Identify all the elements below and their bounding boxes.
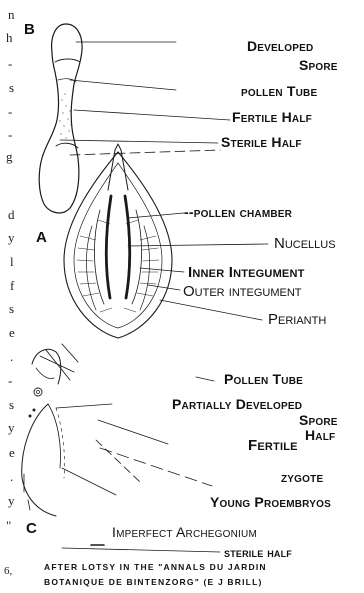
label-nucellus: Nucellus (274, 236, 336, 251)
label-spore-c: Spore (299, 413, 338, 427)
label-young-proembryos: Young Proembryos (210, 495, 331, 509)
label-zygote: zygote (281, 470, 323, 484)
credit-line-1: AFTER LOTSY IN THE "ANNALS DU JARDIN (44, 563, 267, 572)
label-partially-developed: Partially Developed (172, 397, 302, 411)
label-spore: Spore (299, 58, 338, 72)
label-sterile-half-b: Sterile Half (221, 135, 302, 149)
fertile-half-stipple (59, 93, 71, 138)
label-half-c: Half (305, 428, 335, 442)
label-fertile-half: Fertile Half (232, 110, 312, 124)
figure-b-leader-lines (60, 42, 230, 155)
credit-line-2: BOTANIQUE DE BINTENZORG" (E J BRILL) (44, 578, 263, 587)
figure-c-archegonium (22, 344, 78, 516)
figure-a-ovule-section (64, 144, 172, 338)
label-pollen-tube-b: pollen Tube (241, 84, 317, 98)
label-pollen-chamber: --pollen chamber (184, 205, 292, 219)
label-imperfect-archegonium: Imperfect Archegonium (112, 525, 257, 539)
label-outer-integument: Outer integument (183, 284, 302, 299)
label-fertile-c: Fertile (248, 438, 298, 453)
figure-letter-b: B (24, 22, 35, 37)
label-sterile-half-c: sterile half (224, 546, 292, 559)
figure-b-spore-drawing (39, 24, 82, 213)
figure-letter-c: C (26, 521, 37, 536)
label-developed: Developed (247, 39, 313, 53)
label-inner-integument: Inner Integument (188, 265, 305, 280)
figure-letter-a: A (36, 230, 47, 245)
ovule-hatching (77, 220, 159, 312)
label-perianth: Perianth (268, 312, 326, 327)
label-pollen-tube-c: Pollen Tube (224, 372, 303, 386)
